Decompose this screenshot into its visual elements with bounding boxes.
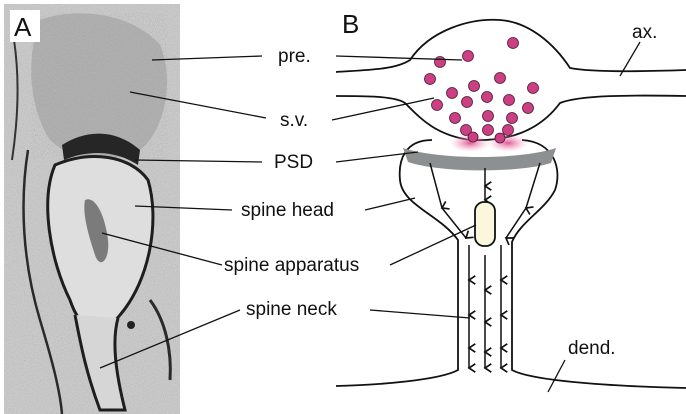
label-spine-neck: spine neck: [246, 300, 337, 319]
leader-psd-b: [336, 152, 418, 162]
filament-head-left: [430, 163, 466, 238]
release-glow-right: [488, 134, 528, 152]
label-psd: PSD: [274, 153, 313, 172]
leader-lines: [100, 42, 640, 392]
leader-spine-head-b: [365, 198, 415, 210]
psd-band: [403, 148, 556, 170]
leader-spine-neck-b: [370, 310, 470, 318]
leader-spine-apparatus-b: [390, 225, 476, 265]
synaptic-vesicles: [425, 38, 539, 144]
label-presynaptic: pre.: [278, 47, 311, 66]
label-dendrite: dend.: [568, 339, 616, 358]
panel-a-label: A: [14, 14, 31, 40]
leader-dend: [548, 360, 565, 392]
actin-filaments: [430, 163, 540, 368]
label-axon: ax.: [632, 23, 657, 42]
label-synaptic-vesicles: s.v.: [280, 111, 308, 130]
label-spine-apparatus: spine apparatus: [224, 256, 359, 275]
label-spine-head: spine head: [241, 201, 334, 220]
panel-b-label: B: [342, 11, 359, 37]
spine-apparatus-shape: [475, 202, 495, 246]
micrograph-panel: [4, 4, 180, 414]
